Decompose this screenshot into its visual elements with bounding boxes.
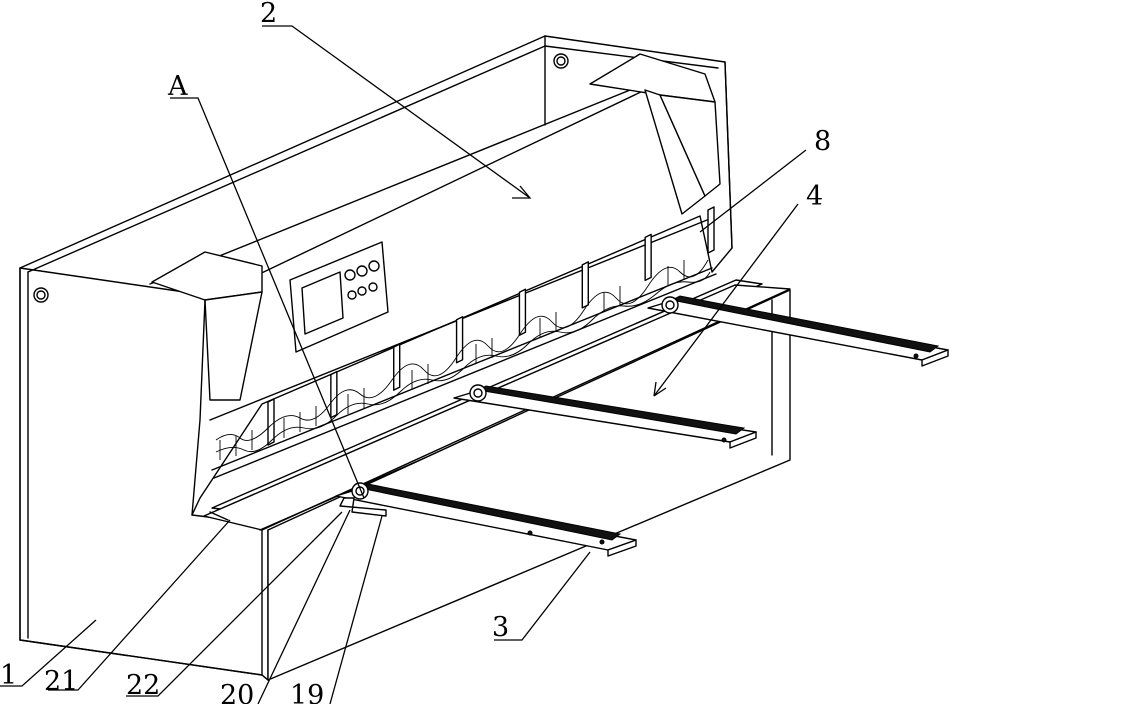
label-part-8: 8 <box>814 126 831 157</box>
support-arm-back <box>647 295 949 367</box>
right-top-block <box>589 53 721 215</box>
mounting-hole-right <box>553 53 569 69</box>
guard-post <box>330 370 338 419</box>
left-top-block <box>151 251 263 516</box>
support-arm-middle <box>453 384 757 449</box>
label-part-20: 20 <box>220 680 254 704</box>
guard-post <box>393 343 401 391</box>
label-part-4: 4 <box>806 181 823 212</box>
guard-post <box>707 206 715 254</box>
leader-lines <box>0 25 807 704</box>
guard-post <box>267 398 275 446</box>
guard-post <box>518 288 527 336</box>
control-panel <box>289 241 389 353</box>
support-arm-front <box>335 482 637 557</box>
label-part-A: A <box>167 71 188 102</box>
label-part-2: 2 <box>260 0 277 29</box>
label-part-3: 3 <box>492 612 509 643</box>
guard-post <box>581 261 589 309</box>
label-part-19: 19 <box>290 680 324 704</box>
label-part-22: 22 <box>126 670 160 701</box>
label-part-1: 1 <box>0 660 17 691</box>
mounting-hole-left <box>33 287 49 303</box>
label-part-21: 21 <box>44 666 78 697</box>
blade-guard <box>209 206 717 479</box>
guard-post <box>644 233 652 282</box>
